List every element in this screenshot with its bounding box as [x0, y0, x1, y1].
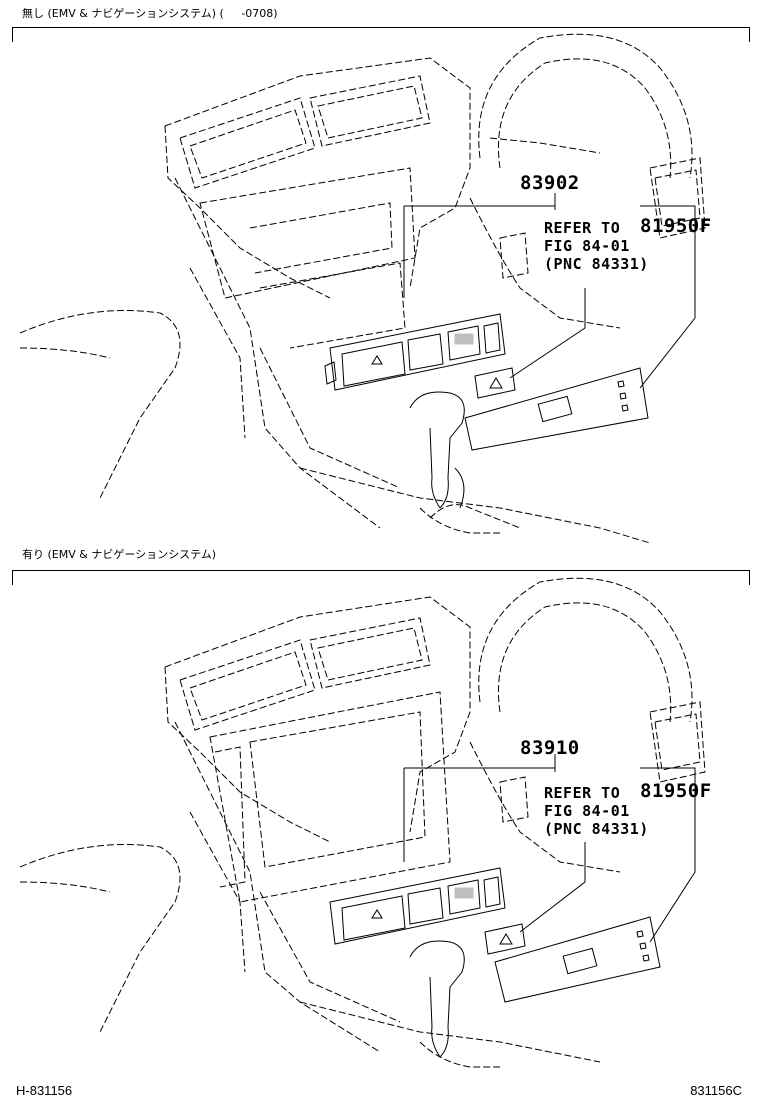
panel-1-frame [12, 27, 750, 42]
refer-line-3: (PNC 84331) [544, 255, 649, 273]
refer-line-1: REFER TO [544, 219, 621, 237]
panel-2-caption: 有り (EMV & ナビゲーションシステム) [22, 548, 217, 561]
part-number-83902: 83902 [520, 172, 580, 194]
panel-2-frame [12, 570, 750, 585]
refer-line-3: (PNC 84331) [544, 820, 649, 838]
part-number-81950f-top: 81950F [640, 215, 712, 237]
refer-note-bottom: REFER TO FIG 84-01 (PNC 84331) [544, 784, 649, 838]
panel-1-illustration [0, 28, 760, 548]
refer-line-2: FIG 84-01 [544, 237, 630, 255]
panel-2-illustration [0, 572, 760, 1072]
refer-line-1: REFER TO [544, 784, 621, 802]
part-number-81950f-bottom: 81950F [640, 780, 712, 802]
refer-line-2: FIG 84-01 [544, 802, 630, 820]
refer-note-top: REFER TO FIG 84-01 (PNC 84331) [544, 219, 649, 273]
footer-left-code: H-831156 [16, 1083, 73, 1098]
footer-right-code: 831156C [690, 1083, 742, 1098]
part-number-83910: 83910 [520, 737, 580, 759]
panel-1-caption: 無し (EMV & ナビゲーションシステム) ( -0708) [22, 7, 278, 20]
